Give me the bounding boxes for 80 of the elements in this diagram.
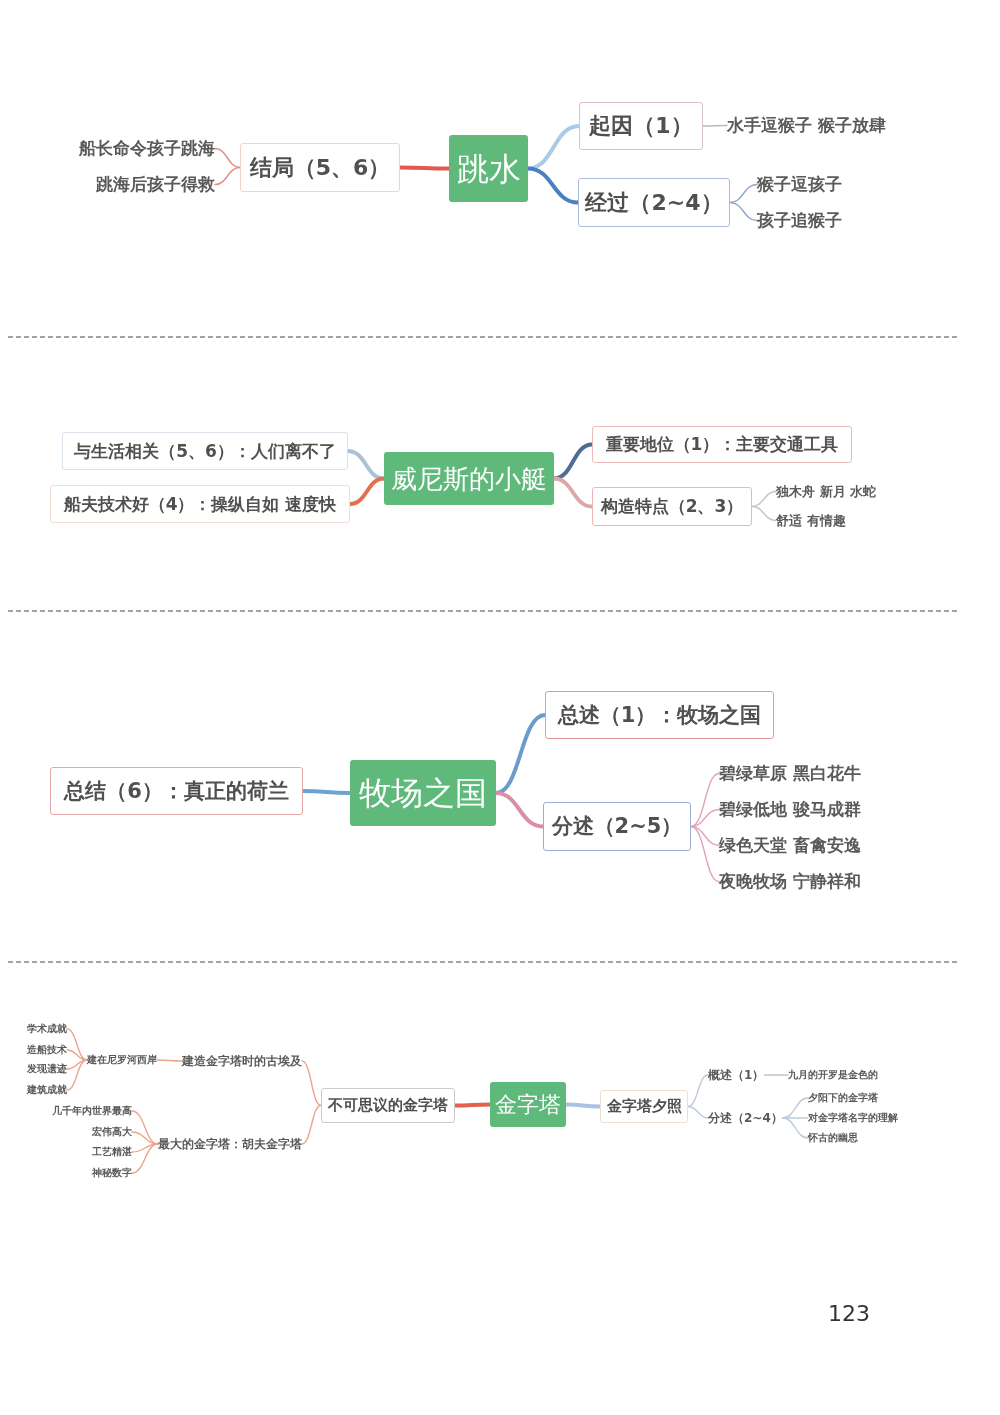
topic-box: 与生活相关（5、6）：人们离不了 [62,432,348,470]
branch-line [66,1059,88,1091]
branch-line [494,791,545,829]
subtopic-text: 碧绿低地 骏马成群 [719,801,861,818]
central-topic-box: 威尼斯的小艇 [384,452,554,505]
branch-line [348,476,386,506]
topic-box: 起因（1） [579,102,703,150]
subtopic-text: 建筑成就 [27,1085,67,1095]
branch-line [398,165,451,171]
branch-line [552,476,594,509]
subtopic-text: 夜晚牧场 宁静祥和 [719,873,861,890]
subtopic-text: 夕阳下的金字塔 [808,1093,878,1103]
branch-line [751,505,777,522]
branch-line [552,442,594,481]
branch-line [301,789,352,795]
branch-line [690,808,720,828]
topic-box: 金字塔夕照 [600,1090,688,1123]
topic-box: 构造特点（2、3） [592,487,752,526]
topic-box: 分述（2~5） [543,802,691,851]
topic-box: 不可思议的金字塔 [321,1088,455,1123]
subtopic-text: 绿色天堂 畜禽安逸 [719,837,861,854]
branch-line [763,1074,789,1076]
topic-box: 经过（2~4） [578,178,730,227]
subtopic-text: 船长命令孩子跳海 [79,140,215,157]
topic-box: 结局（5、6） [240,143,400,192]
subtopic-text: 建造金字塔时的古埃及 [182,1055,302,1067]
subtopic-text: 孩子追猴子 [757,212,842,229]
branch-line [66,1049,88,1061]
branch-line [782,1117,809,1119]
branch-line [131,1143,159,1153]
branch-line [687,1105,709,1119]
subtopic-text: 舒适 有情趣 [776,514,846,527]
branch-line [301,1104,322,1145]
branch-line [729,201,758,222]
branch-line [564,1102,602,1109]
branch-line [782,1117,809,1139]
branch-line [214,166,241,186]
branch-line [214,147,241,169]
subtopic-text: 最大的金字塔：胡夫金字塔 [158,1138,302,1150]
subtopic-text: 碧绿草原 黑白花牛 [719,765,861,782]
branch-line [156,1059,183,1062]
subtopic-text: 造船技术 [27,1045,67,1055]
branch-line [346,449,386,481]
subtopic-text: 学术成就 [27,1024,67,1034]
topic-box: 重要地位（1）：主要交通工具 [592,426,852,463]
topic-box: 总结（6）：真正的荷兰 [50,767,303,815]
central-topic-box: 金字塔 [490,1082,566,1127]
branch-line [729,183,758,204]
branch-line [526,166,580,205]
branch-line [751,490,777,508]
subtopic-text: 九月的开罗是金色的 [788,1070,878,1080]
branch-line [526,124,581,171]
branch-line [66,1059,88,1070]
central-topic-box: 牧场之国 [350,760,496,826]
subtopic-text: 跳海后孩子得救 [96,176,215,193]
branch-line [702,124,728,127]
subtopic-text: 宏伟高大 [92,1127,132,1137]
subtopic-text: 建在尼罗河西岸 [87,1055,157,1065]
subtopic-text: 概述（1） [708,1069,765,1081]
subtopic-text: 猴子逗孩子 [757,176,842,193]
subtopic-text: 独木舟 新月 水蛇 [776,485,877,498]
branch-line [131,1143,159,1174]
subtopic-text: 神秘数字 [92,1168,132,1178]
topic-box: 船夫技术好（4）：操纵自如 速度快 [50,485,350,523]
page-number: 123 [828,1303,870,1325]
subtopic-text: 几千年内世界最高 [52,1106,132,1116]
branch-line [690,825,720,883]
subtopic-text: 分述（2~4） [708,1112,783,1124]
topic-box: 总述（1）：牧场之国 [545,691,774,739]
branch-line [66,1028,88,1061]
subtopic-text: 水手逗猴子 猴子放肆 [727,117,886,134]
branch-line [453,1102,492,1108]
subtopic-text: 发现遗迹 [27,1064,67,1074]
branch-line [301,1060,322,1107]
branch-line [687,1074,709,1108]
central-topic-box: 跳水 [449,135,528,202]
branch-line [690,772,720,828]
subtopic-text: 工艺精湛 [92,1147,132,1157]
subtopic-text: 怀古的幽思 [808,1133,858,1143]
subtopic-text: 对金字塔名字的理解 [808,1113,898,1123]
